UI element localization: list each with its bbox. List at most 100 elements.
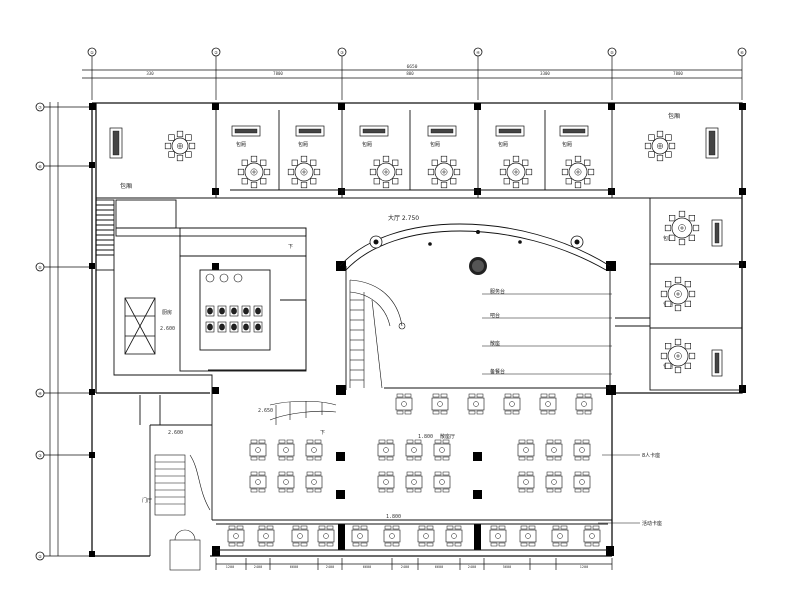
- chair: [250, 155, 258, 163]
- booth-table: [377, 471, 395, 493]
- axis-col-6: ⑥: [740, 50, 744, 55]
- chair: [525, 168, 533, 176]
- top-span-5: 7800: [673, 71, 683, 76]
- booth-table: [517, 471, 535, 493]
- dining-hall-label: 散座厅: [440, 433, 455, 440]
- room-label-2: 包厢: [298, 141, 308, 148]
- callout-seating: 散座: [490, 340, 500, 347]
- structural-columns: [89, 103, 746, 557]
- top-span-4: 3300: [540, 71, 550, 76]
- chair: [310, 178, 317, 185]
- callout-bar: 吧台: [490, 312, 500, 319]
- booth-table: [351, 525, 369, 547]
- chair: [665, 134, 672, 141]
- chair: [684, 343, 691, 350]
- round-table: [561, 155, 595, 189]
- round-table: [369, 155, 403, 189]
- top-span-1: 330: [146, 71, 154, 76]
- chair: [291, 159, 298, 166]
- axis-col-5: ⑤: [610, 50, 614, 55]
- callout-leaders: [482, 293, 640, 524]
- down-label: 下: [288, 244, 293, 250]
- top-axis-bubbles: [87, 47, 747, 57]
- sofa: [295, 125, 325, 137]
- lower-walls: [139, 393, 612, 556]
- booth-table: [489, 525, 507, 547]
- chair: [648, 151, 655, 158]
- callout-booth-8: 8人卡座: [642, 452, 660, 459]
- axis-col-1: ①: [90, 50, 94, 55]
- chair: [382, 181, 390, 189]
- dining-level-b: 1.800: [386, 514, 401, 520]
- chair: [665, 300, 672, 307]
- sofa: [705, 127, 719, 159]
- chair: [440, 155, 448, 163]
- callout-prep: 备餐台: [490, 368, 505, 375]
- chair: [669, 234, 676, 241]
- booth-table: [383, 525, 401, 547]
- chair: [565, 159, 572, 166]
- chair: [300, 155, 308, 163]
- callout-booth-active: 活动卡座: [642, 520, 662, 527]
- chair: [188, 142, 196, 150]
- booth-table: [249, 439, 267, 461]
- chair: [512, 155, 520, 163]
- booth-table: [545, 471, 563, 493]
- chair: [313, 168, 321, 176]
- bottom-span-7: 6600: [435, 565, 443, 569]
- sofa: [109, 127, 123, 159]
- right-room-walls: [615, 197, 743, 391]
- sofa: [559, 125, 589, 137]
- chair: [503, 159, 510, 166]
- chair: [395, 168, 403, 176]
- chair: [250, 181, 258, 189]
- chair: [665, 362, 672, 369]
- callout-service-desk: 服务台: [490, 288, 505, 295]
- chair: [678, 238, 686, 246]
- chair: [287, 168, 295, 176]
- round-table: [164, 130, 196, 162]
- chair: [684, 281, 691, 288]
- round-table: [664, 210, 700, 246]
- chair: [522, 159, 529, 166]
- booth-table: [291, 525, 309, 547]
- chair: [176, 154, 184, 162]
- chair: [688, 290, 696, 298]
- chair: [684, 362, 691, 369]
- bottom-span-3: 6600: [290, 565, 298, 569]
- room-label-5: 包厢: [498, 141, 508, 148]
- chair: [565, 178, 572, 185]
- chair: [168, 151, 175, 158]
- round-table: [499, 155, 533, 189]
- room-label-top-right: 包厢: [668, 112, 680, 120]
- booth-table: [431, 393, 449, 415]
- chair: [665, 343, 672, 350]
- chair: [503, 178, 510, 185]
- stair-level-b: 2.600: [168, 430, 183, 436]
- room-label-right-1: 包厢: [663, 235, 673, 242]
- chair: [512, 181, 520, 189]
- toilet-fixtures: [205, 273, 263, 333]
- chair: [382, 155, 390, 163]
- room-label-top-left: 包厢: [120, 182, 132, 190]
- booth-table: [405, 471, 423, 493]
- booth-table: [305, 439, 323, 461]
- chair: [450, 159, 457, 166]
- booth-table: [377, 439, 395, 461]
- chair: [660, 290, 668, 298]
- chair: [669, 215, 676, 222]
- chair: [260, 178, 267, 185]
- chair: [241, 159, 248, 166]
- dining-tables: [227, 393, 601, 547]
- axis-row-7: ⑦: [38, 105, 42, 110]
- down-label-2: 下: [320, 430, 325, 436]
- chair: [674, 366, 682, 374]
- chair: [300, 181, 308, 189]
- sofa: [231, 125, 261, 137]
- chair: [440, 181, 448, 189]
- left-dimension-lines: [42, 102, 92, 557]
- booth-table: [539, 393, 557, 415]
- chair: [373, 159, 380, 166]
- booth-table: [573, 471, 591, 493]
- room-label-3: 包厢: [362, 141, 372, 148]
